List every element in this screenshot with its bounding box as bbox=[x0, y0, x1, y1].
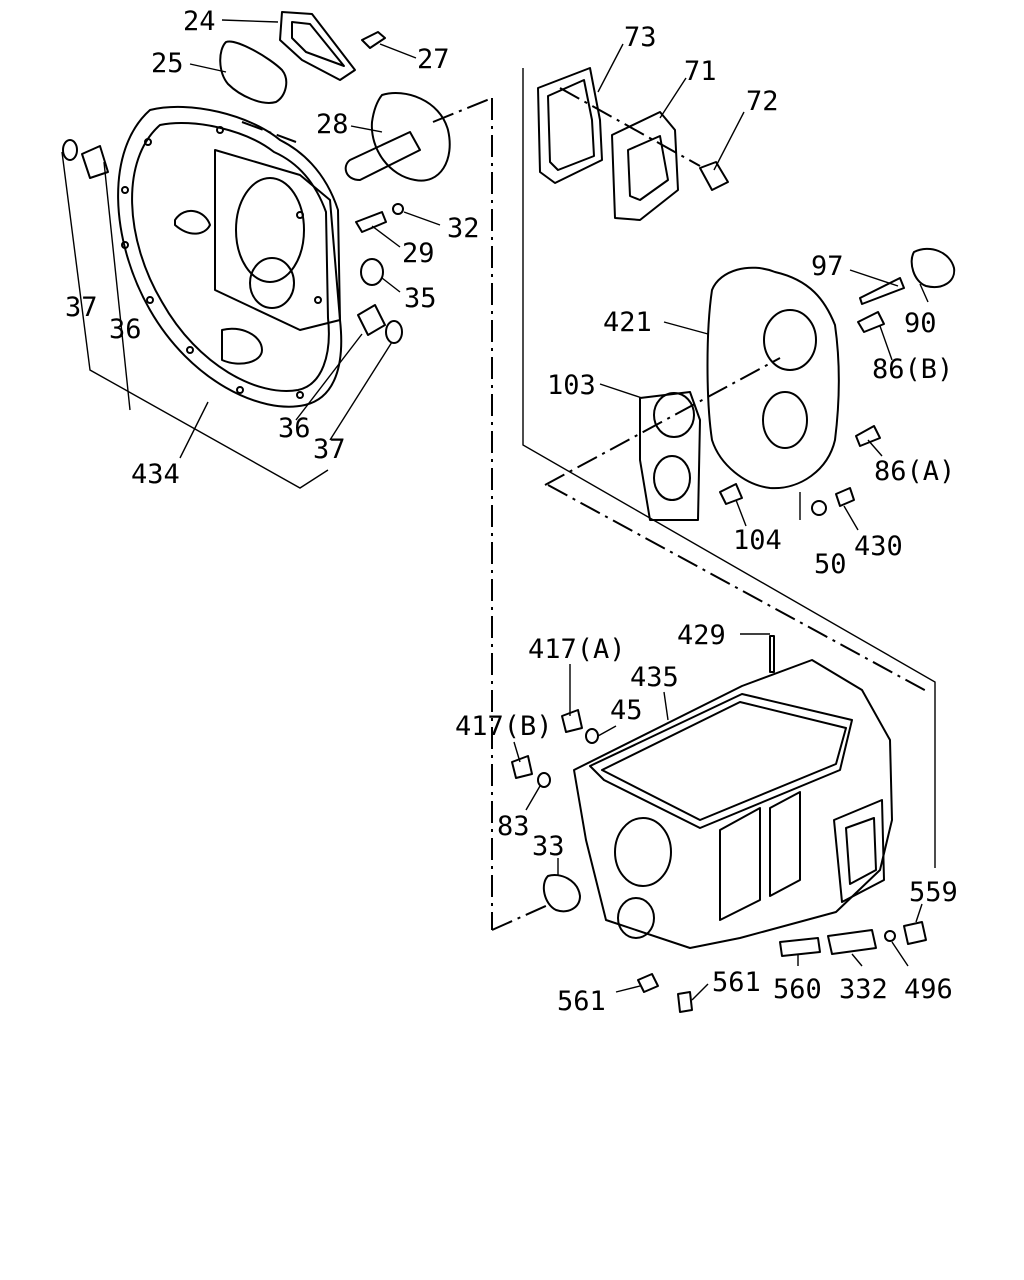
group-lines bbox=[61, 68, 936, 931]
leader-lines bbox=[179, 19, 929, 1001]
callout-36-right: 36 bbox=[278, 413, 311, 444]
callout-73: 73 bbox=[624, 22, 657, 53]
callout-33: 33 bbox=[532, 831, 565, 862]
rear-cover-421 bbox=[639, 247, 956, 521]
callout-97: 97 bbox=[811, 251, 844, 282]
seal-90 bbox=[910, 247, 956, 288]
callout-429: 429 bbox=[677, 620, 726, 651]
upper-right-covers bbox=[537, 67, 729, 221]
gasket-25 bbox=[219, 40, 288, 104]
callout-labels: 24 25 27 28 32 29 35 37 36 36 37 434 73 … bbox=[65, 6, 958, 1017]
callout-430: 430 bbox=[854, 531, 903, 562]
plug-104 bbox=[719, 483, 743, 505]
bolt-417a bbox=[561, 709, 583, 733]
bolt-29 bbox=[355, 211, 387, 233]
callout-71: 71 bbox=[684, 56, 717, 87]
spring-560 bbox=[779, 937, 821, 957]
clutch-housing-434 bbox=[117, 105, 343, 408]
gasket-73 bbox=[537, 67, 603, 184]
callout-32: 32 bbox=[447, 213, 480, 244]
callout-560: 560 bbox=[773, 974, 822, 1005]
callout-86b: 86(B) bbox=[872, 354, 953, 385]
washer-83 bbox=[537, 772, 551, 788]
transmission-case-435 bbox=[511, 635, 927, 1013]
callout-104: 104 bbox=[733, 525, 782, 556]
bolt-72 bbox=[699, 161, 729, 191]
pin-429 bbox=[769, 635, 775, 673]
bolt-417b bbox=[511, 755, 533, 779]
dash-axis-right bbox=[547, 484, 931, 694]
seal-35 bbox=[360, 258, 384, 286]
ring-496 bbox=[884, 930, 896, 942]
cover-24 bbox=[279, 11, 356, 81]
callout-561-right: 561 bbox=[712, 967, 761, 998]
callout-90: 90 bbox=[904, 308, 937, 339]
seal-37-right bbox=[385, 320, 403, 344]
callout-37-left: 37 bbox=[65, 292, 98, 323]
bushing-36-right bbox=[357, 304, 386, 336]
bracket-right-group bbox=[522, 68, 936, 868]
seal-33 bbox=[542, 874, 581, 913]
plug-561b bbox=[677, 991, 693, 1013]
stud-97 bbox=[859, 277, 905, 305]
seal-37-left bbox=[62, 139, 78, 161]
bracket-36-line bbox=[103, 161, 131, 411]
callout-421: 421 bbox=[603, 307, 652, 338]
callout-45: 45 bbox=[610, 695, 643, 726]
callout-561-left: 561 bbox=[557, 986, 606, 1017]
callout-29: 29 bbox=[402, 238, 435, 269]
callout-417b: 417(B) bbox=[455, 711, 553, 742]
callout-28: 28 bbox=[316, 109, 349, 140]
cover-71 bbox=[611, 111, 679, 221]
callout-83: 83 bbox=[497, 811, 530, 842]
dash-axis-top bbox=[432, 97, 493, 123]
callout-435: 435 bbox=[630, 662, 679, 693]
callout-496: 496 bbox=[904, 974, 953, 1005]
callout-332: 332 bbox=[839, 974, 888, 1005]
plug-86b bbox=[857, 311, 885, 333]
callout-25: 25 bbox=[151, 48, 184, 79]
dash-axis-plate bbox=[544, 357, 781, 486]
callout-27: 27 bbox=[417, 44, 450, 75]
callout-559: 559 bbox=[909, 877, 958, 908]
bolt-27 bbox=[361, 31, 386, 49]
callout-35: 35 bbox=[404, 283, 437, 314]
plug-430 bbox=[835, 487, 855, 507]
left-small-parts bbox=[62, 11, 451, 344]
callout-417a: 417(A) bbox=[528, 634, 626, 665]
plug-86a bbox=[855, 425, 881, 447]
callout-36-left: 36 bbox=[109, 314, 142, 345]
plug-559 bbox=[903, 921, 927, 945]
sleeve-332 bbox=[827, 929, 877, 955]
gasket-103 bbox=[639, 391, 701, 521]
bearing-retainer-28 bbox=[370, 92, 451, 182]
washer-45 bbox=[585, 728, 599, 744]
callout-103: 103 bbox=[547, 370, 596, 401]
callout-72: 72 bbox=[746, 86, 779, 117]
bushing-36-left bbox=[81, 145, 109, 179]
callout-50: 50 bbox=[814, 549, 847, 580]
washer-32 bbox=[392, 203, 404, 215]
dash-axis-bottom bbox=[491, 904, 549, 931]
callout-24: 24 bbox=[183, 6, 216, 37]
callout-434: 434 bbox=[131, 459, 180, 490]
callout-86a: 86(A) bbox=[874, 456, 955, 487]
washer-50 bbox=[811, 500, 827, 516]
callout-37-right: 37 bbox=[313, 434, 346, 465]
plug-561a bbox=[637, 973, 659, 993]
